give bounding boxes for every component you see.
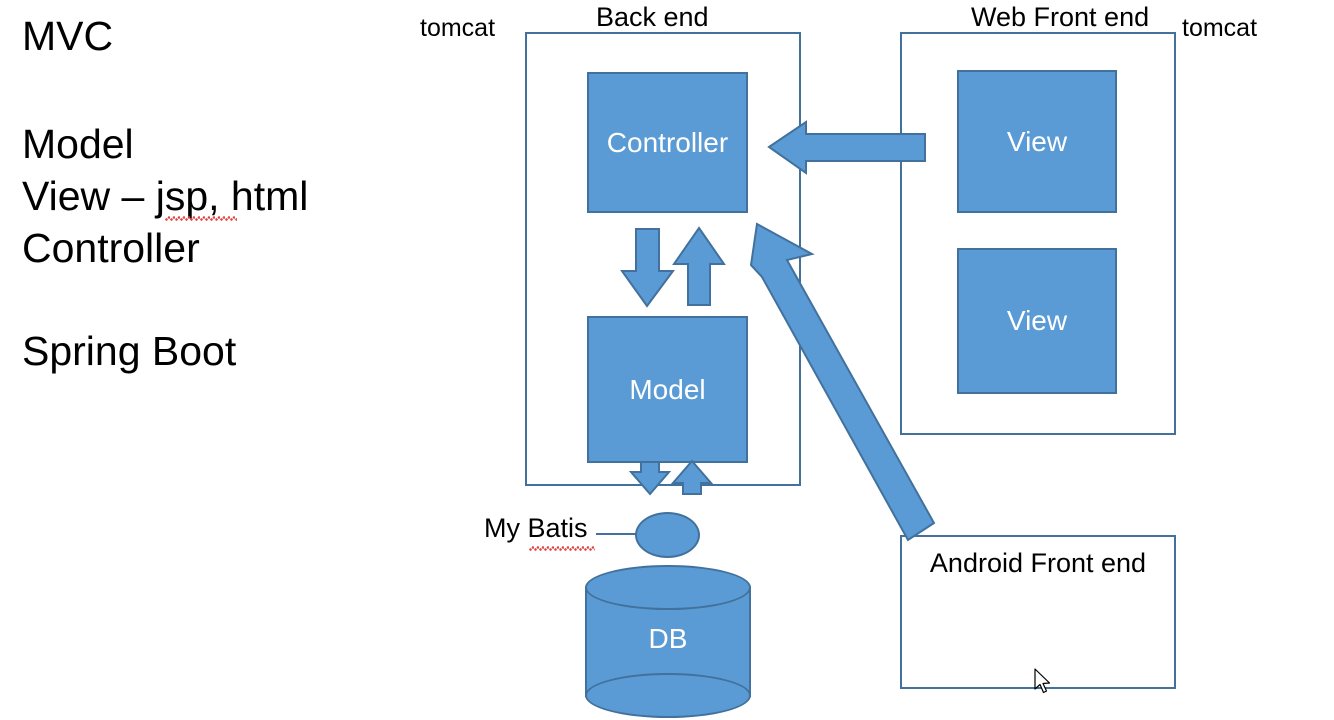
spellcheck-underline-jsp [165,216,237,221]
node-view-bottom[interactable]: View [957,248,1117,394]
backend-server-label: tomcat [420,14,496,42]
notes-line-framework: Spring Boot [22,328,237,374]
android-front-end-caption: Android Front end [929,548,1147,578]
web-front-end-server-label: tomcat [1182,14,1258,42]
database-cylinder-top [585,565,751,610]
node-view-top[interactable]: View [957,70,1117,213]
node-model[interactable]: Model [587,316,748,463]
notes-line-controller: Controller [22,225,200,271]
node-controller-label: Controller [606,126,729,158]
node-database-label: DB [648,623,688,654]
node-model-label: Model [629,373,706,405]
web-front-end-caption: Web Front end [971,2,1150,32]
node-controller[interactable]: Controller [587,72,748,213]
database-cylinder-bottom [585,673,751,718]
android-front-end-container[interactable] [900,535,1176,689]
notes-title: MVC [22,13,114,59]
node-mybatis[interactable] [635,512,700,558]
backend-caption: Back end [596,2,709,32]
notes-line-model: Model [22,121,134,167]
node-view-bottom-label: View [1006,305,1068,336]
mybatis-label: My Batis [484,513,588,543]
node-database[interactable]: DB [585,565,751,718]
node-view-top-label: View [1006,125,1068,157]
spellcheck-underline-batis [529,546,595,551]
mouse-pointer-icon [1034,668,1051,694]
notes-line-view: View – jsp, html [22,173,309,219]
